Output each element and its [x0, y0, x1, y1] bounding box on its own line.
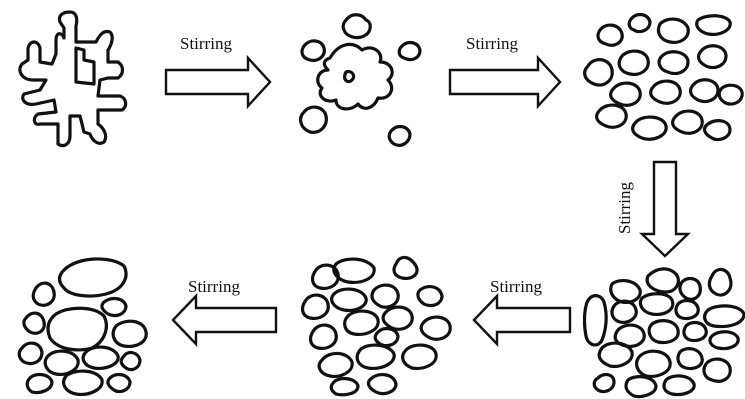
particle — [100, 296, 128, 318]
particle — [707, 267, 733, 297]
fragment-left — [300, 39, 326, 62]
particle — [366, 373, 398, 396]
particle — [682, 320, 708, 343]
arrow-1-label: Stirring — [180, 34, 232, 53]
particle — [688, 78, 720, 104]
arrow-2: Stirring — [448, 34, 562, 110]
particle — [583, 58, 614, 87]
particle — [631, 115, 668, 141]
fragment-bottom-right — [387, 124, 412, 147]
particle — [647, 319, 680, 345]
particle — [696, 44, 728, 70]
particle — [662, 374, 696, 397]
particle — [310, 263, 340, 290]
particle — [702, 357, 732, 383]
arrow-5: Stirring — [171, 277, 278, 347]
arrow-1-shape — [164, 54, 272, 110]
arrow-5-label: Stirring — [188, 277, 240, 296]
stage-6-coarsened — [17, 257, 148, 396]
particle — [717, 83, 744, 106]
particle — [674, 298, 700, 321]
particle — [649, 79, 682, 105]
particle — [300, 293, 330, 320]
arrow-3-shape — [639, 160, 691, 258]
particle — [308, 323, 338, 350]
particle — [595, 103, 628, 129]
arrow-1: Stirring — [164, 34, 272, 110]
particle — [57, 257, 128, 298]
particle — [582, 294, 608, 347]
particle — [62, 369, 104, 396]
arrow-3-label: Stirring — [615, 182, 634, 234]
particle — [708, 330, 740, 351]
particle — [596, 23, 624, 47]
particle — [671, 109, 704, 135]
particle — [597, 341, 634, 368]
particle — [609, 81, 642, 107]
particle — [355, 343, 396, 370]
arrow-3: Stirring — [615, 160, 691, 258]
particle — [695, 14, 732, 36]
particle — [381, 305, 414, 331]
particle — [106, 372, 132, 394]
particle — [627, 12, 652, 34]
particle — [657, 50, 690, 76]
arrow-5-shape — [171, 293, 278, 347]
particle — [22, 311, 46, 335]
fragment-center — [316, 42, 394, 111]
particle — [676, 347, 704, 371]
stage-4-packed — [582, 267, 745, 399]
dendrite-outline — [18, 10, 128, 148]
particle — [624, 375, 658, 399]
stage-3-rosettes — [583, 12, 744, 142]
particle — [416, 285, 444, 308]
particle — [370, 283, 400, 309]
arrow-4: Stirring — [472, 277, 572, 347]
particle — [592, 372, 616, 394]
stage-5-agglomerated — [300, 255, 452, 397]
fragment-right — [397, 40, 422, 62]
particle — [25, 372, 54, 395]
particle — [17, 341, 44, 366]
particle — [332, 257, 376, 284]
particle — [419, 315, 452, 341]
arrow-2-label: Stirring — [466, 34, 518, 53]
particle — [330, 287, 368, 312]
particle — [678, 276, 702, 301]
particle — [638, 292, 675, 316]
arrow-4-shape — [472, 293, 572, 347]
particle — [613, 323, 646, 348]
particle — [111, 319, 148, 348]
fragment-top — [341, 13, 372, 40]
particle — [635, 349, 672, 378]
particle — [656, 17, 690, 44]
particle — [703, 304, 745, 329]
particle — [119, 350, 142, 372]
particle — [610, 299, 638, 324]
particle — [373, 326, 400, 348]
particle — [617, 49, 650, 76]
particle — [31, 281, 56, 307]
particle — [392, 255, 419, 280]
particle — [329, 376, 360, 397]
particle — [343, 309, 380, 336]
particle — [645, 267, 680, 294]
particle — [81, 345, 120, 370]
arrow-4-label: Stirring — [490, 277, 542, 296]
arrow-2-shape — [448, 54, 562, 110]
stage-1-dendrite — [18, 10, 128, 148]
particle — [609, 279, 642, 304]
particle — [46, 306, 108, 352]
particle — [317, 351, 354, 378]
stage-2-fragmenting — [299, 13, 422, 147]
particle — [702, 119, 732, 142]
particle — [401, 343, 438, 370]
fragment-bottom-left — [299, 105, 328, 134]
